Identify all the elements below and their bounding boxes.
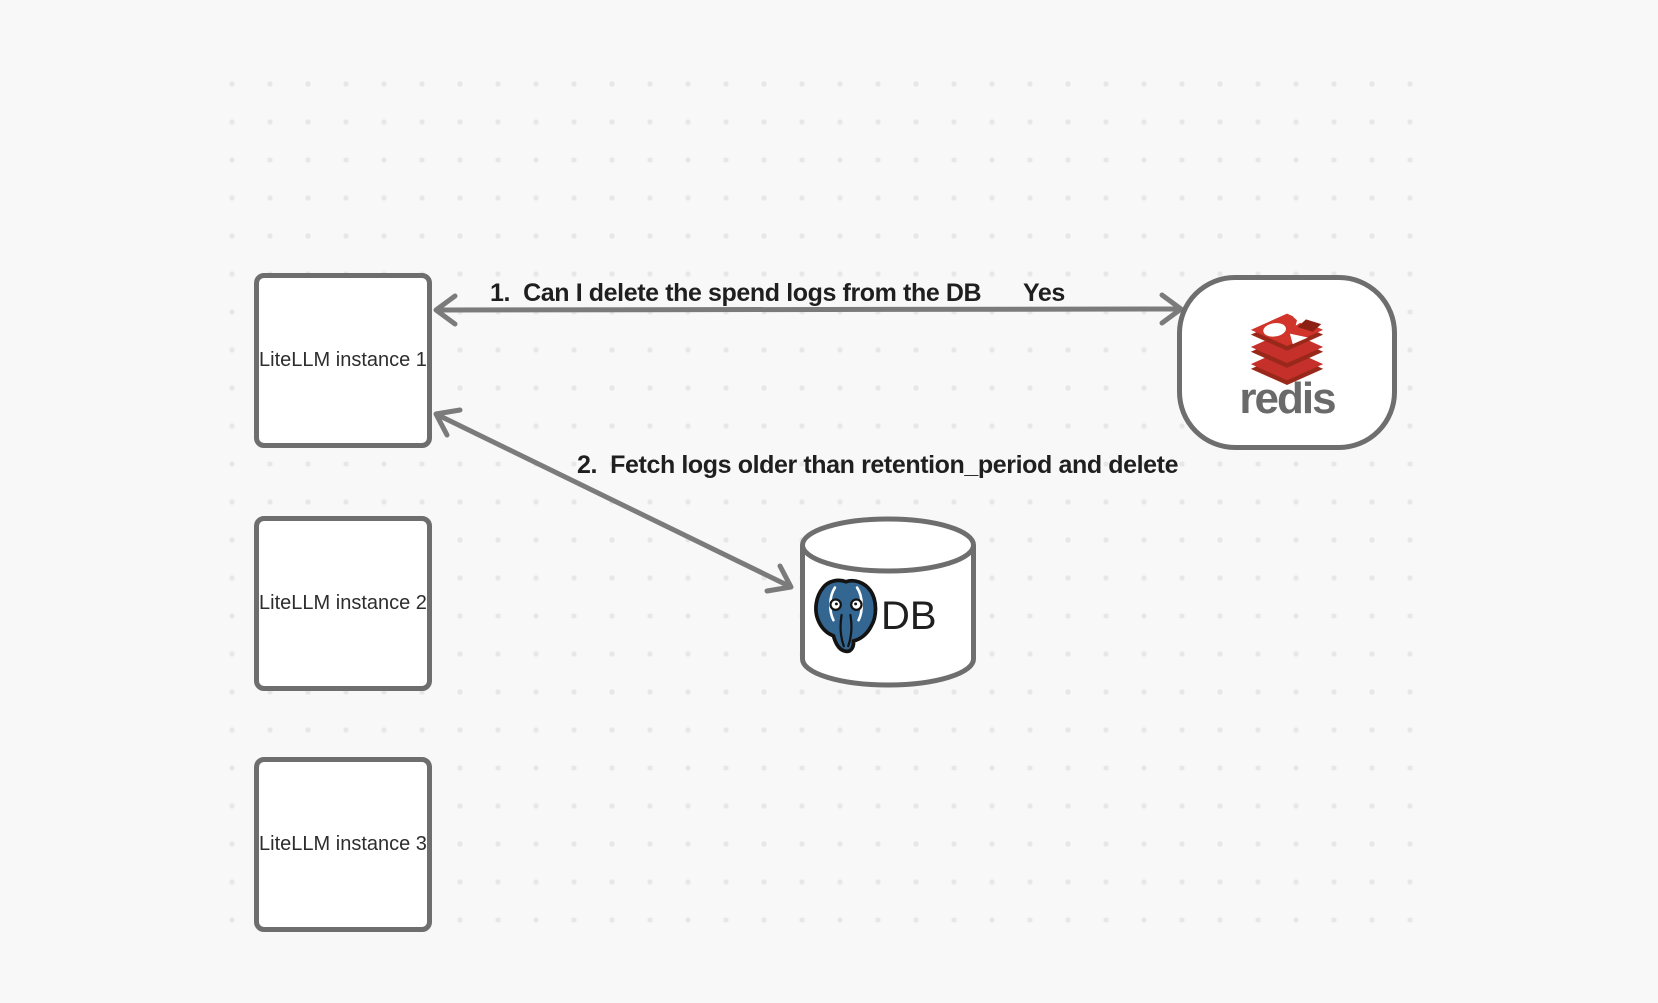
node-litellm-instance-2[interactable]: LiteLLM instance 2 (254, 516, 432, 691)
redis-logo-icon (1250, 310, 1324, 385)
node-redis[interactable]: redis (1177, 275, 1397, 450)
edge2-label[interactable]: 2. Fetch logs older than retention_perio… (577, 451, 1179, 479)
node-litellm-instance-3[interactable]: LiteLLM instance 3 (254, 757, 432, 932)
node-label: LiteLLM instance 1 (259, 349, 427, 371)
arrow-litellm-db[interactable] (433, 407, 794, 594)
node-label: LiteLLM instance 2 (259, 592, 427, 614)
node-litellm-instance-1[interactable]: LiteLLM instance 1 (254, 273, 432, 448)
node-label: LiteLLM instance 3 (259, 833, 427, 855)
edge1-label[interactable]: 1. Can I delete the spend logs from the … (490, 279, 982, 307)
edge1-answer-label[interactable]: Yes (1023, 279, 1065, 307)
redis-wordmark: redis (1239, 373, 1336, 423)
postgresql-icon (814, 578, 878, 654)
database-label: DB (881, 594, 937, 638)
node-database[interactable]: DB (799, 516, 977, 688)
